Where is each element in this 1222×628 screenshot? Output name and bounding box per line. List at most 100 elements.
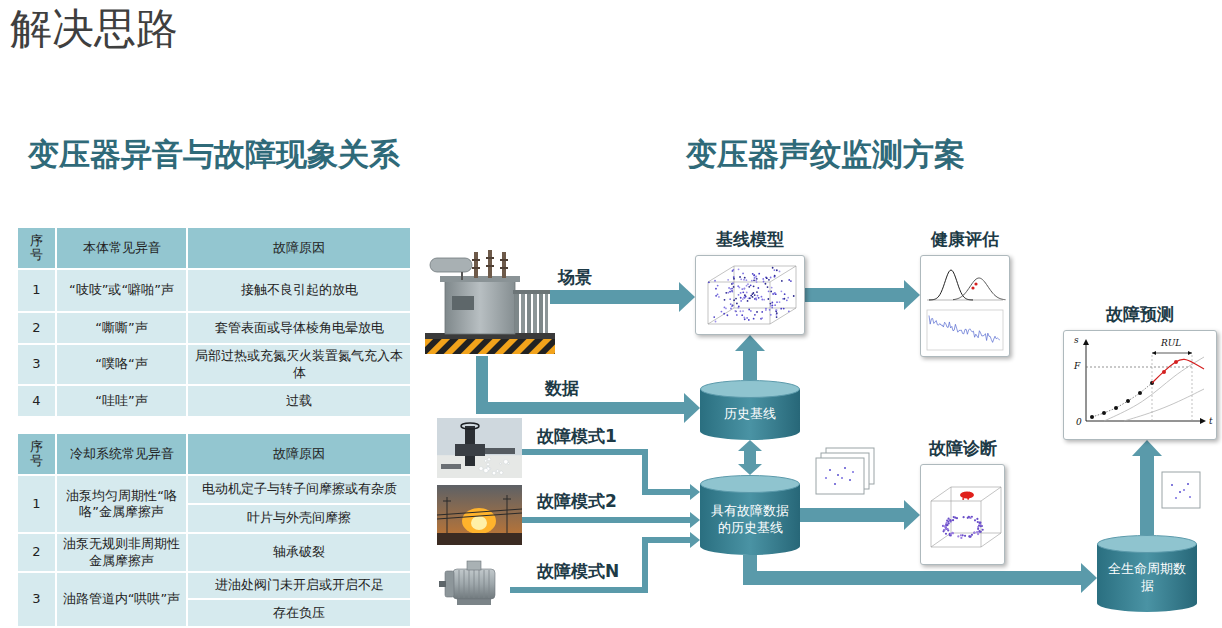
data-point	[976, 531, 978, 533]
data-point	[732, 282, 734, 284]
data-point	[755, 280, 757, 282]
database-cylinder: 全生命周期数据	[1097, 535, 1197, 612]
data-point	[779, 301, 781, 303]
data-point	[731, 290, 733, 292]
chart-image	[1064, 331, 1216, 439]
image-frame	[920, 464, 1005, 565]
data-point	[744, 318, 746, 320]
axis-box	[981, 533, 1001, 547]
flow-arrow	[522, 452, 690, 492]
spray-drop	[484, 460, 486, 462]
data-point	[979, 522, 981, 524]
measurement-dot	[1138, 391, 1142, 395]
data-point	[744, 297, 746, 299]
flow-arrow	[750, 555, 1081, 578]
fault-point	[962, 498, 964, 500]
stacked-thumbnails-part	[834, 483, 836, 485]
data-point	[715, 321, 717, 323]
time-line	[1152, 355, 1153, 421]
threshold-line	[1086, 367, 1192, 368]
arrow-label: 数据	[545, 379, 579, 398]
thumbnail-icon-part	[1183, 489, 1185, 491]
cell-text: 1	[32, 496, 40, 512]
cylinder-label: 历史基线	[724, 406, 776, 423]
cell-text: 过载	[286, 393, 312, 409]
data-point	[730, 303, 732, 305]
data-point	[742, 273, 744, 275]
card-heading: 基线模型	[716, 228, 784, 255]
data-point	[738, 287, 740, 289]
transformer-illustration-part	[527, 292, 531, 333]
data-point	[765, 309, 767, 311]
data-point	[757, 295, 759, 297]
prediction-dot	[1162, 370, 1166, 374]
data-point	[750, 295, 752, 297]
data-point	[971, 534, 973, 536]
data-point	[717, 293, 719, 295]
data-point	[784, 293, 786, 295]
axis-label-text: s	[1074, 335, 1079, 345]
transformer-illustration-part	[500, 267, 508, 269]
data-point	[783, 308, 785, 310]
data-point	[725, 308, 727, 310]
axis-box	[708, 308, 734, 324]
data-point	[788, 310, 790, 312]
thumbnail-icon	[1162, 472, 1200, 508]
data-point	[734, 310, 736, 312]
data-point	[945, 526, 947, 528]
cell-text: 2	[32, 544, 40, 560]
data-point	[960, 537, 962, 539]
cell-text: 4	[32, 393, 40, 409]
table-cell: 序号	[18, 228, 55, 268]
axis-box	[931, 533, 951, 547]
data-point	[715, 288, 717, 290]
transformer-illustration-part	[500, 259, 508, 261]
data-point	[754, 277, 756, 279]
measurement-dot	[1102, 411, 1106, 415]
photo-image	[437, 485, 522, 545]
photo-image	[437, 555, 510, 612]
axis-box	[770, 308, 796, 324]
transformer-illustration-part	[539, 292, 543, 333]
data-point	[779, 270, 781, 272]
axis-line	[927, 300, 1003, 301]
axis-box	[734, 266, 796, 308]
stacked-thumbnails-part	[825, 477, 827, 479]
data-point	[953, 516, 955, 518]
card-heading: 健康评估	[931, 228, 999, 255]
data-point	[776, 269, 778, 271]
trend-line	[929, 316, 1000, 343]
valve-wheel	[461, 423, 479, 429]
data-point	[738, 268, 740, 270]
envelope-curve	[1104, 357, 1204, 421]
data-point	[753, 275, 755, 277]
data-point	[750, 284, 752, 286]
table-cell: 故障原因	[188, 434, 410, 474]
data-point	[754, 314, 756, 316]
transformer-illustration-part	[533, 292, 537, 333]
data-point	[750, 310, 752, 312]
data-point	[754, 294, 756, 296]
section-heading: 变压器声纹监测方案	[686, 136, 965, 172]
flow-arrow	[522, 517, 690, 523]
table-cell: “嘶嘶”声	[57, 313, 186, 343]
data-point	[733, 286, 735, 288]
table-cell: 冷却系统常见异音	[57, 434, 186, 474]
data-point	[793, 295, 795, 297]
measurement-dot	[1126, 399, 1130, 403]
data-point	[744, 288, 746, 290]
axis-box	[931, 501, 981, 547]
table-cell: 存在负压	[188, 600, 410, 626]
data-point	[733, 276, 735, 278]
transformer-illustration-part	[513, 290, 550, 294]
data-point	[746, 285, 748, 287]
data-point	[968, 516, 970, 518]
axis-label: t	[1209, 417, 1213, 426]
data-point	[758, 297, 760, 299]
table-cell: 接触不良引起的放电	[188, 270, 410, 311]
transformer-illustration-part	[502, 252, 506, 278]
cell-text: 油泵均匀周期性“咯咯”金属摩擦声	[61, 488, 182, 521]
chart-image	[921, 256, 1009, 356]
data-point	[952, 532, 954, 534]
axis-label-text: t	[1209, 416, 1213, 426]
